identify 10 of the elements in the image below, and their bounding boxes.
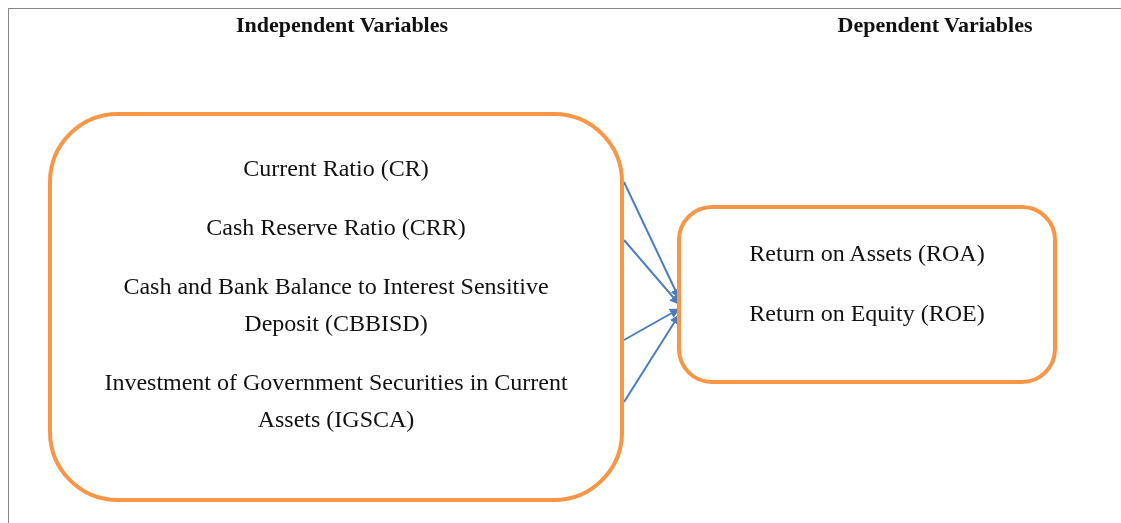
- variable-name: Return on Equity (ROE): [749, 299, 985, 328]
- variable-group-box: [48, 112, 624, 502]
- variable-name: Cash Reserve Ratio (CRR): [206, 213, 466, 242]
- variable-group-box: [677, 205, 1057, 384]
- variable-name: Investment of Government Securities in Current Assets (IGSCA): [103, 368, 569, 434]
- variable-name: Current Ratio (CR): [243, 154, 429, 183]
- column-heading: Dependent Variables: [837, 12, 1033, 38]
- variable-name: Return on Assets (ROA): [749, 239, 985, 268]
- variable-name: Cash and Bank Balance to Interest Sensitive Deposit (CBBISD): [122, 272, 550, 338]
- column-heading: Independent Variables: [235, 12, 449, 38]
